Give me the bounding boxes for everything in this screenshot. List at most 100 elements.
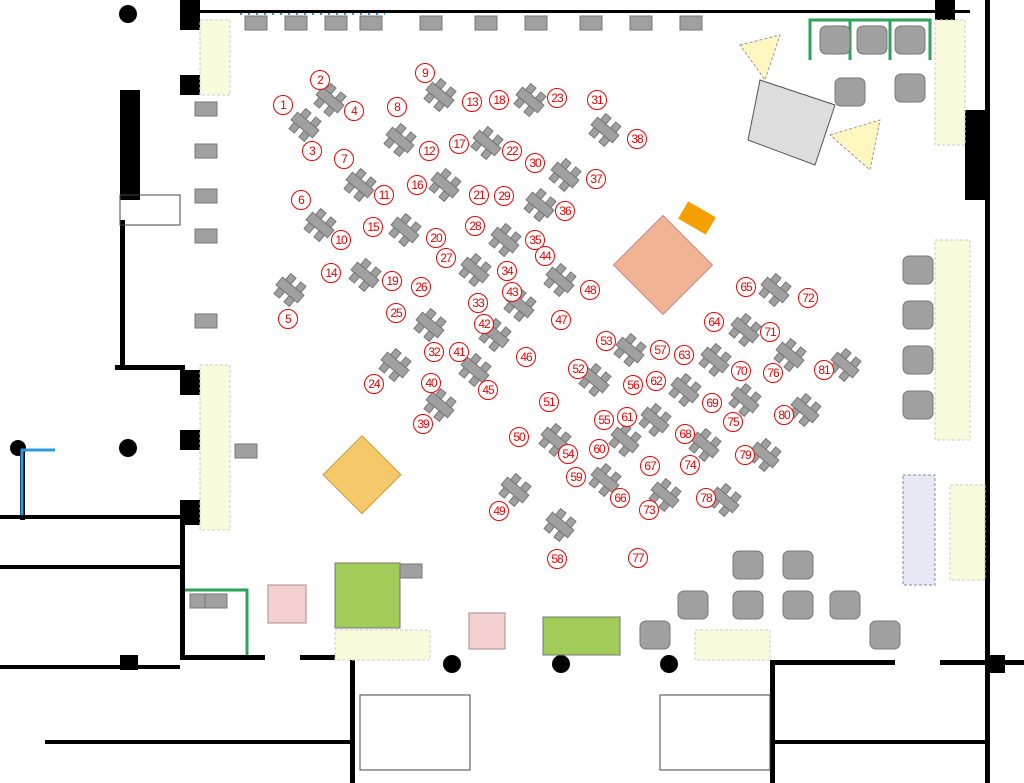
booth-label-55[interactable]: 55 — [594, 410, 614, 430]
booth-label-62[interactable]: 62 — [646, 371, 666, 391]
booth-label-11[interactable]: 11 — [374, 185, 394, 205]
booth-label-37[interactable]: 37 — [586, 169, 606, 189]
booth-label-31[interactable]: 31 — [587, 90, 607, 110]
desk-cluster — [758, 272, 792, 308]
booth-label-4[interactable]: 4 — [344, 101, 364, 121]
booth-label-13[interactable]: 13 — [462, 92, 482, 112]
booth-label-70[interactable]: 70 — [731, 361, 751, 381]
booth-label-46[interactable]: 46 — [516, 347, 536, 367]
desk-cluster — [728, 312, 762, 348]
booth-label-45[interactable]: 45 — [478, 380, 498, 400]
booth-label-49[interactable]: 49 — [489, 501, 509, 521]
desk-cluster — [543, 507, 577, 543]
booth-label-3[interactable]: 3 — [302, 141, 322, 161]
booth-label-44[interactable]: 44 — [535, 246, 555, 266]
booth-label-23[interactable]: 23 — [547, 88, 567, 108]
booth-label-2[interactable]: 2 — [310, 70, 330, 90]
booth-label-36[interactable]: 36 — [555, 201, 575, 221]
booth-label-41[interactable]: 41 — [449, 342, 469, 362]
booth-label-10[interactable]: 10 — [331, 230, 351, 250]
desk-cluster — [638, 402, 672, 438]
desk — [679, 15, 703, 31]
booth-label-40[interactable]: 40 — [421, 373, 441, 393]
booth-label-65[interactable]: 65 — [736, 277, 756, 297]
booth-label-58[interactable]: 58 — [547, 549, 567, 569]
booth-label-7[interactable]: 7 — [334, 149, 354, 169]
desk — [579, 15, 603, 31]
booth-label-59[interactable]: 59 — [566, 467, 586, 487]
booth-label-17[interactable]: 17 — [449, 134, 469, 154]
booth-label-20[interactable]: 20 — [426, 228, 446, 248]
desk — [194, 188, 218, 204]
booth-label-30[interactable]: 30 — [525, 153, 545, 173]
booth-label-6[interactable]: 6 — [291, 190, 311, 210]
booth-label-38[interactable]: 38 — [627, 129, 647, 149]
booth-label-74[interactable]: 74 — [680, 455, 700, 475]
booth-label-16[interactable]: 16 — [407, 175, 427, 195]
booth-label-75[interactable]: 75 — [723, 412, 743, 432]
booth-label-29[interactable]: 29 — [494, 186, 514, 206]
booth-label-35[interactable]: 35 — [525, 230, 545, 250]
booth-label-34[interactable]: 34 — [497, 261, 517, 281]
booth-label-27[interactable]: 27 — [436, 248, 456, 268]
booth-label-33[interactable]: 33 — [468, 293, 488, 313]
booth-label-64[interactable]: 64 — [704, 312, 724, 332]
booth-label-24[interactable]: 24 — [364, 374, 384, 394]
booth-label-25[interactable]: 25 — [386, 303, 406, 323]
round-table-group — [782, 590, 814, 620]
desk-cluster — [303, 207, 337, 243]
booth-label-53[interactable]: 53 — [596, 331, 616, 351]
booth-label-54[interactable]: 54 — [558, 444, 578, 464]
booth-label-69[interactable]: 69 — [702, 393, 722, 413]
booth-label-39[interactable]: 39 — [413, 414, 433, 434]
booth-label-81[interactable]: 81 — [814, 360, 834, 380]
booth-label-51[interactable]: 51 — [539, 392, 559, 412]
booth-label-9[interactable]: 9 — [415, 63, 435, 83]
booth-label-78[interactable]: 78 — [696, 488, 716, 508]
booth-label-26[interactable]: 26 — [411, 277, 431, 297]
booth-label-60[interactable]: 60 — [589, 439, 609, 459]
booth-label-42[interactable]: 42 — [474, 314, 494, 334]
booth-label-1[interactable]: 1 — [273, 95, 293, 115]
booth-label-80[interactable]: 80 — [774, 405, 794, 425]
booth-label-72[interactable]: 72 — [798, 288, 818, 308]
yellow-stage — [322, 435, 402, 515]
column-pads — [199, 19, 986, 661]
booth-label-76[interactable]: 76 — [763, 363, 783, 383]
booth-label-5[interactable]: 5 — [278, 309, 298, 329]
booth-label-63[interactable]: 63 — [674, 345, 694, 365]
booth-label-18[interactable]: 18 — [489, 90, 509, 110]
booth-label-48[interactable]: 48 — [580, 280, 600, 300]
desk-cluster — [413, 307, 447, 343]
booth-label-22[interactable]: 22 — [502, 141, 522, 161]
round-table-group — [829, 590, 861, 620]
booth-label-67[interactable]: 67 — [640, 456, 660, 476]
booth-label-21[interactable]: 21 — [469, 185, 489, 205]
desk — [194, 228, 218, 244]
desk — [359, 15, 383, 31]
booth-label-52[interactable]: 52 — [568, 359, 588, 379]
booth-label-28[interactable]: 28 — [465, 216, 485, 236]
booth-label-79[interactable]: 79 — [735, 445, 755, 465]
booth-label-66[interactable]: 66 — [610, 488, 630, 508]
booth-label-50[interactable]: 50 — [509, 427, 529, 447]
booth-label-56[interactable]: 56 — [623, 375, 643, 395]
booth-label-77[interactable]: 77 — [628, 548, 648, 568]
booth-label-15[interactable]: 15 — [363, 217, 383, 237]
booth-label-43[interactable]: 43 — [502, 282, 522, 302]
booth-label-19[interactable]: 19 — [382, 271, 402, 291]
booth-label-68[interactable]: 68 — [675, 424, 695, 444]
desk-cluster — [383, 122, 417, 158]
round-table-group — [677, 590, 709, 620]
booth-label-57[interactable]: 57 — [650, 340, 670, 360]
booth-label-14[interactable]: 14 — [321, 263, 341, 283]
booth-label-61[interactable]: 61 — [617, 407, 637, 427]
booth-label-71[interactable]: 71 — [760, 322, 780, 342]
booth-label-8[interactable]: 8 — [387, 97, 407, 117]
booth-label-12[interactable]: 12 — [419, 141, 439, 161]
booth-label-47[interactable]: 47 — [551, 310, 571, 330]
booth-label-32[interactable]: 32 — [424, 342, 444, 362]
booth-label-73[interactable]: 73 — [639, 500, 659, 520]
